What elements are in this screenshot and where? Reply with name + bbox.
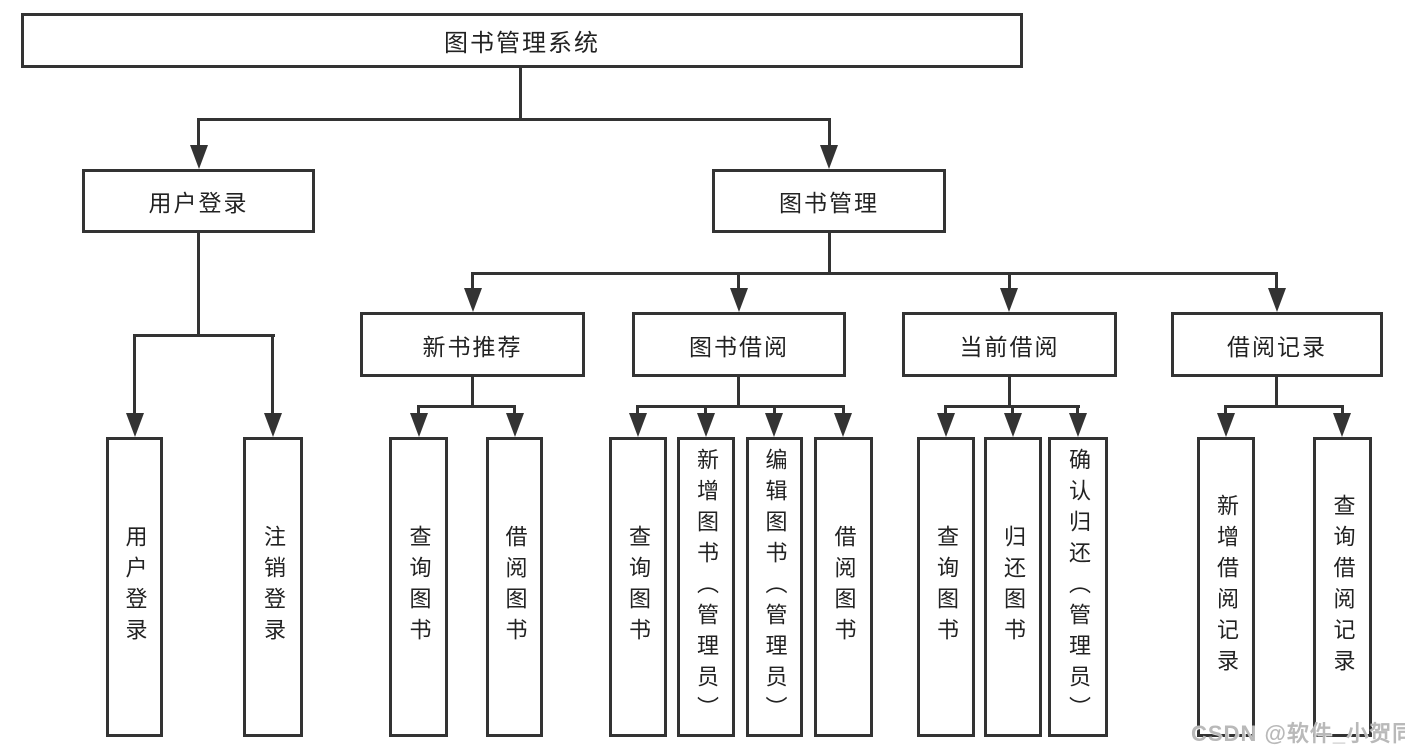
connector-line [636, 405, 845, 408]
node-borrowing-records: 借阅记录 [1171, 312, 1383, 377]
arrow-down-icon [765, 413, 783, 437]
connector-line [417, 405, 420, 415]
node-label: 当前借阅 [959, 333, 1060, 360]
connector-line [471, 272, 1278, 275]
leaf-borrowing-borrow-books: 借阅图书 [814, 437, 873, 737]
arrow-down-icon [126, 413, 144, 437]
connector-line [1076, 405, 1079, 415]
leaf-records-query-borrow-record: 查询借阅记录 [1313, 437, 1372, 737]
node-label: 用户登录 [148, 190, 249, 216]
node-label: 查询图书 [406, 525, 432, 649]
connector-line [1224, 405, 1344, 408]
connector-line [704, 405, 707, 415]
connector-line [197, 233, 200, 337]
node-label: 图书管理 [779, 190, 879, 216]
arrow-down-icon [264, 413, 282, 437]
node-current-borrowing: 当前借阅 [902, 312, 1117, 377]
leaf-user-login: 用户登录 [106, 437, 163, 737]
node-new-book-recommend: 新书推荐 [360, 312, 585, 377]
leaf-recommend-query-books: 查询图书 [389, 437, 448, 737]
node-label: 图书管理系统 [444, 30, 600, 57]
connector-line [133, 334, 136, 416]
arrow-down-icon [697, 413, 715, 437]
node-library-system: 图书管理系统 [21, 13, 1023, 68]
leaf-logout: 注销登录 [243, 437, 303, 737]
arrow-down-icon [464, 288, 482, 312]
arrow-down-icon [410, 413, 428, 437]
leaf-current-confirm-return-admin: 确认归还（管理员） [1048, 437, 1108, 737]
connector-line [417, 405, 516, 408]
arrow-down-icon [730, 288, 748, 312]
leaf-current-return-books: 归还图书 [984, 437, 1042, 737]
arrow-down-icon [1000, 288, 1018, 312]
node-label: 借阅图书 [831, 525, 857, 649]
arrow-down-icon [506, 413, 524, 437]
leaf-current-query-books: 查询图书 [917, 437, 975, 737]
arrow-down-icon [1069, 413, 1087, 437]
connector-line [1341, 405, 1344, 415]
connector-line [1275, 272, 1278, 292]
leaf-borrowing-query-books: 查询图书 [609, 437, 667, 737]
connector-line [1224, 405, 1227, 415]
node-label: 图书借阅 [689, 333, 789, 360]
connector-line [773, 405, 776, 415]
connector-line [1008, 376, 1011, 408]
node-user-login: 用户登录 [82, 169, 315, 233]
node-label: 新增借阅记录 [1214, 494, 1239, 680]
connector-line [197, 118, 200, 146]
arrow-down-icon [834, 413, 852, 437]
node-label: 注销登录 [261, 525, 286, 649]
connector-line [828, 233, 831, 274]
leaf-recommend-borrow-books: 借阅图书 [486, 437, 543, 737]
connector-line [1011, 405, 1014, 415]
leaf-borrowing-add-books-admin: 新增图书（管理员） [677, 437, 735, 737]
node-label: 借阅图书 [502, 525, 528, 649]
connector-line [271, 334, 274, 416]
connector-line [737, 376, 740, 408]
connector-line [1008, 272, 1011, 292]
csdn-watermark: CSDN @软件_小贺同学 [1191, 721, 1405, 746]
node-label: 编辑图书（管理员） [762, 447, 788, 727]
connector-line [133, 334, 275, 337]
connector-line [842, 405, 845, 415]
arrow-down-icon [190, 145, 208, 169]
node-label: 查询图书 [626, 525, 651, 649]
connector-line [197, 118, 831, 121]
connector-line [519, 68, 522, 119]
node-label: 新书推荐 [422, 333, 523, 360]
connector-line [471, 376, 474, 408]
connector-line [513, 405, 516, 415]
node-label: 确认归还（管理员） [1066, 447, 1091, 727]
node-label: 新增图书（管理员） [694, 447, 719, 727]
node-label: 查询借阅记录 [1330, 494, 1356, 680]
leaf-records-add-borrow-record: 新增借阅记录 [1197, 437, 1255, 737]
node-label: 用户登录 [122, 525, 148, 649]
connector-line [471, 272, 474, 292]
node-book-borrowing: 图书借阅 [632, 312, 846, 377]
node-label: 借阅记录 [1227, 333, 1327, 360]
connector-line [636, 405, 639, 415]
connector-line [944, 405, 947, 415]
node-book-management: 图书管理 [712, 169, 946, 233]
connector-line [737, 272, 740, 292]
arrow-down-icon [1268, 288, 1286, 312]
arrow-down-icon [629, 413, 647, 437]
connector-line [828, 118, 831, 146]
node-label: 归还图书 [1001, 525, 1026, 649]
arrow-down-icon [820, 145, 838, 169]
arrow-down-icon [937, 413, 955, 437]
arrow-down-icon [1004, 413, 1022, 437]
arrow-down-icon [1217, 413, 1235, 437]
connector-line [1275, 376, 1278, 408]
node-label: 查询图书 [934, 525, 959, 649]
arrow-down-icon [1333, 413, 1351, 437]
leaf-borrowing-edit-books-admin: 编辑图书（管理员） [746, 437, 803, 737]
